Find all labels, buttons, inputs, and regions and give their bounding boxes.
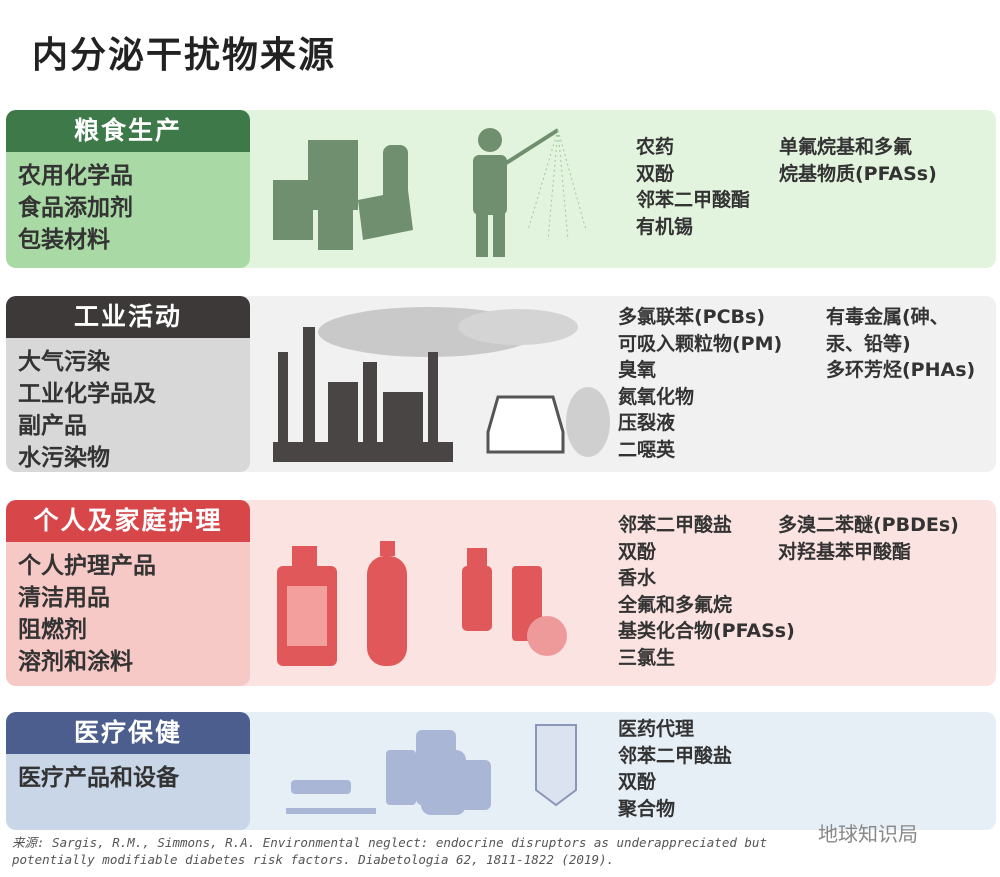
source-item: 清洁用品 <box>18 585 110 611</box>
packaging-and-sprayer-icon <box>273 128 587 257</box>
source-citation: 来源: Sargis, R.M., Simmons, R.A. Environm… <box>12 835 767 867</box>
chemicals-column-1: 医药代理 邻苯二甲酸盐 双酚 聚合物 <box>618 718 733 820</box>
source-item: 医疗产品和设备 <box>18 765 179 791</box>
chemicals-column-2: 有毒金属(砷、 汞、铅等) 多环芳烃(PHAs) <box>826 306 976 381</box>
source-item: 农用化学品 <box>18 163 133 189</box>
source-item: 副产品 <box>18 413 87 439</box>
medical-supplies-icon <box>286 724 577 815</box>
watermark: 地球知识局 <box>818 822 918 846</box>
household-products-icon <box>277 541 567 666</box>
source-item: 个人护理产品 <box>18 553 156 579</box>
section-personal-household-care: 个人及家庭护理 个人护理产品 清洁用品 阻燃剂 溶剂和涂料 邻苯二甲酸盐 双酚 … <box>6 500 996 686</box>
source-list: 个人护理产品 清洁用品 阻燃剂 溶剂和涂料 <box>18 550 156 678</box>
factory-and-car-icon <box>273 307 610 462</box>
section-header: 工业活动 <box>6 296 250 338</box>
source-list: 医疗产品和设备 <box>18 762 179 794</box>
chemicals-column-1: 多氯联苯(PCBs) 可吸入颗粒物(PM) 臭氧 氮氧化物 压裂液 二噁英 <box>618 306 783 461</box>
section-panel <box>236 110 996 268</box>
source-item: 溶剂和涂料 <box>18 649 133 675</box>
section-header: 粮食生产 <box>6 110 250 152</box>
source-item: 工业化学品及 <box>18 381 156 407</box>
source-item: 大气污染 <box>18 349 110 375</box>
source-item: 食品添加剂 <box>18 195 133 221</box>
section-healthcare: 医疗保健 医疗产品和设备 医药代理 邻苯二甲酸盐 双酚 聚合物 <box>6 712 996 830</box>
section-header: 医疗保健 <box>6 712 250 754</box>
chemicals-column-1: 农药 双酚 邻苯二甲酸酯 有机锡 <box>636 136 751 238</box>
section-panel <box>236 500 996 686</box>
source-item: 包装材料 <box>18 227 110 253</box>
page-title: 内分泌干扰物来源 <box>32 35 337 76</box>
source-item: 阻燃剂 <box>18 617 87 643</box>
chemicals-column-2: 多溴二苯醚(PBDEs) 对羟基苯甲酸酯 <box>778 514 959 563</box>
chemicals-column-2: 单氟烷基和多氟 烷基物质(PFASs) <box>779 136 937 185</box>
section-food-production: 粮食生产 农用化学品 食品添加剂 包装材料 农药 双酚 邻苯二甲酸酯 有机锡 单… <box>6 110 996 268</box>
source-list: 农用化学品 食品添加剂 包装材料 <box>18 160 133 256</box>
section-header: 个人及家庭护理 <box>6 500 250 542</box>
source-list: 大气污染 工业化学品及 副产品 水污染物 <box>18 346 156 474</box>
chemicals-column-1: 邻苯二甲酸盐 双酚 香水 全氟和多氟烷 基类化合物(PFASs) 三氯生 <box>618 514 795 669</box>
section-industrial-activity: 工业活动 大气污染 工业化学品及 副产品 水污染物 多氯联苯(PCBs) 可吸入… <box>6 296 996 472</box>
source-item: 水污染物 <box>18 445 110 471</box>
